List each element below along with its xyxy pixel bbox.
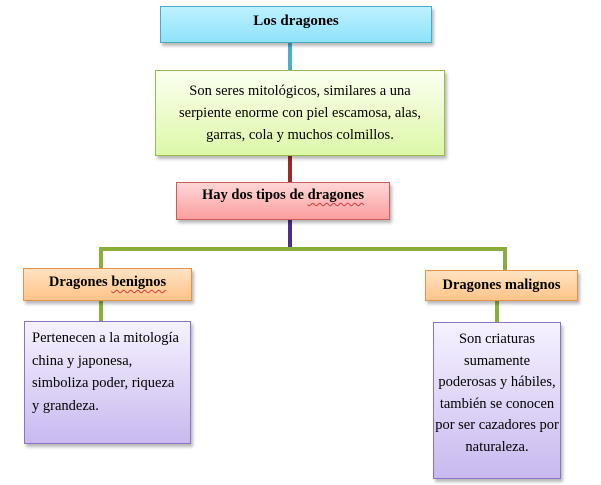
- benign-first-word: Dragones: [48, 274, 108, 290]
- definition-node: Son seres mitológicos, similares a una s…: [155, 70, 445, 156]
- types-word-text: dragones: [307, 187, 364, 203]
- malign-title-text: Dragones malignos: [442, 277, 561, 293]
- benign-dragons-node: Dragones benignos: [23, 268, 192, 301]
- benign-title-text: Dragones benignos: [49, 274, 166, 291]
- malign-description-text: Son criaturas sumamente poderosas y hábi…: [435, 331, 559, 455]
- title-node: Los dragones: [160, 6, 432, 43]
- definition-text: Son seres mitológicos, similares a una s…: [179, 83, 421, 143]
- malign-description-node: Son criaturas sumamente poderosas y hábi…: [433, 322, 561, 479]
- benign-second-word: benignos: [111, 274, 167, 290]
- malign-dragons-node: Dragones malignos: [425, 270, 578, 301]
- benign-description-node: Pertenecen a la mitología china y japone…: [24, 321, 191, 444]
- types-node: Hay dos tipos de dragones: [176, 182, 390, 220]
- types-lead-text: Hay dos tipos de: [202, 187, 308, 203]
- benign-description-text: Pertenecen a la mitología china y japone…: [32, 330, 179, 414]
- title-text: Los dragones: [253, 13, 339, 29]
- types-text: Hay dos tipos de dragones: [202, 187, 364, 204]
